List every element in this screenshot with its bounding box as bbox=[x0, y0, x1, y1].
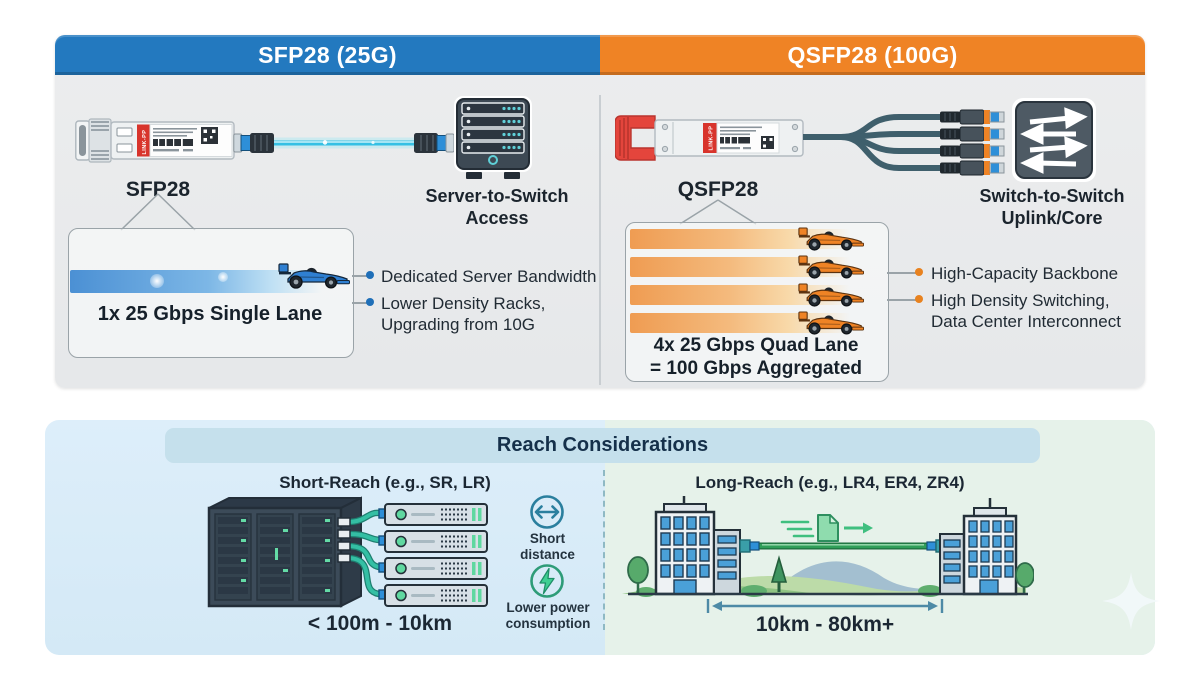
qsfp28-brand-label: LINK-PP bbox=[709, 126, 715, 151]
qsfp28-speed-streak bbox=[630, 313, 850, 333]
qsfp28-bullet-item: High-Capacity Backbone bbox=[931, 264, 1119, 283]
bullet-dot bbox=[915, 268, 923, 276]
sparkle-icon bbox=[1102, 572, 1160, 630]
qsfp28-speed-streak bbox=[630, 257, 850, 277]
qsfp28-header: QSFP28 (100G) bbox=[600, 35, 1145, 75]
sfp28-header-label: SFP28 (25G) bbox=[258, 41, 397, 68]
tie-line bbox=[352, 275, 367, 277]
reach-section-divider bbox=[603, 470, 605, 630]
sfp28-bullet-item: Lower Density Racks, Upgrading from 10G bbox=[381, 294, 546, 335]
switch-icon bbox=[1012, 98, 1096, 182]
short-reach-distance-label: < 100m - 10km bbox=[307, 612, 453, 635]
tie-line bbox=[352, 302, 367, 304]
race-car-icon bbox=[798, 227, 864, 251]
long-reach-distance-label: 10km - 80km+ bbox=[755, 613, 895, 636]
sfp28-speed-streak bbox=[70, 270, 322, 293]
bullet-dot bbox=[366, 271, 374, 279]
distance-arrow-icon bbox=[706, 599, 944, 613]
reach-title-label: Reach Considerations bbox=[496, 434, 709, 456]
sfp28-module-label: SFP28 bbox=[125, 178, 191, 201]
panel-divider bbox=[599, 95, 601, 385]
lightning-icon bbox=[530, 564, 564, 598]
sfp28-callout-pointer bbox=[120, 193, 196, 231]
short-reach-heading: Short-Reach (e.g., SR, LR) bbox=[279, 473, 491, 492]
race-car-icon bbox=[798, 255, 864, 279]
sfp28-lane-caption: 1x 25 Gbps Single Lane bbox=[97, 303, 323, 325]
tie-line bbox=[887, 272, 916, 274]
streak-glint bbox=[150, 274, 164, 288]
qsfp28-header-label: QSFP28 (100G) bbox=[787, 41, 958, 68]
sfp28-lane-box bbox=[68, 228, 354, 358]
bullet-dot bbox=[915, 295, 923, 303]
note-label: Short distance bbox=[520, 531, 575, 562]
race-car-icon bbox=[278, 263, 350, 289]
streak-glint bbox=[218, 272, 228, 282]
tie-line bbox=[887, 299, 916, 301]
qsfp28-module-label: QSFP28 bbox=[677, 178, 759, 201]
race-car-icon bbox=[798, 311, 864, 335]
breakout-cable-icon bbox=[803, 109, 1005, 176]
qsfp28-callout-pointer bbox=[679, 199, 757, 225]
qsfp28-module-icon: LINK-PP bbox=[615, 115, 804, 161]
sfp28-bullet-item: Dedicated Server Bandwidth bbox=[381, 267, 597, 286]
rack-illustration-icon bbox=[207, 496, 488, 608]
short-distance-icon bbox=[530, 495, 564, 529]
sfp28-brand-label: LINK-PP bbox=[142, 130, 148, 155]
sfp28-header: SFP28 (25G) bbox=[55, 35, 600, 75]
qsfp28-bullet-item: High Density Switching, Data Center Inte… bbox=[931, 291, 1121, 332]
sfp28-module-icon: LINK-PP bbox=[75, 118, 235, 163]
server-icon bbox=[454, 96, 532, 179]
qsfp28-lane-caption: 4x 25 Gbps Quad Lane = 100 Gbps Aggregat… bbox=[649, 335, 863, 380]
long-reach-illustration-icon bbox=[622, 496, 1034, 597]
bullet-dot bbox=[366, 298, 374, 306]
switch-use-case-label: Switch-to-Switch Uplink/Core bbox=[979, 186, 1125, 228]
fiber-cable-icon bbox=[233, 133, 455, 153]
reach-title-bar: Reach Considerations bbox=[165, 428, 1040, 463]
long-reach-heading: Long-Reach (e.g., LR4, ER4, ZR4) bbox=[695, 473, 965, 492]
qsfp28-speed-streak bbox=[630, 229, 850, 249]
note-label: Lower power consumption bbox=[505, 600, 591, 631]
server-use-case-label: Server-to-Switch Access bbox=[425, 186, 569, 228]
race-car-icon bbox=[798, 283, 864, 307]
qsfp28-speed-streak bbox=[630, 285, 850, 305]
